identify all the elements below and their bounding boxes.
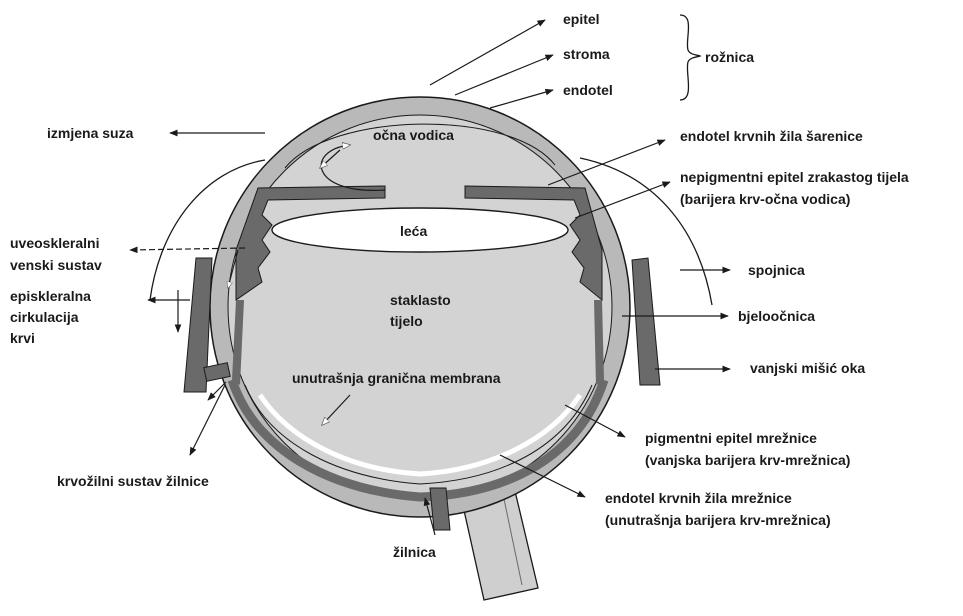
leader-krvozilni-2 — [208, 382, 226, 400]
leader-epitel — [430, 20, 545, 85]
label-endotel: endotel — [563, 82, 613, 98]
label-staklasto-1: staklasto — [390, 292, 451, 308]
label-krvozilni: krvožilni sustav žilnice — [57, 473, 209, 489]
label-uveoskleralni-1: uveoskleralni — [10, 235, 100, 251]
label-pigmentni-1: pigmentni epitel mrežnice — [645, 430, 817, 446]
label-stroma: stroma — [563, 46, 610, 62]
label-endotel-mreznice-2: (unutrašnja barijera krv-mrežnica) — [605, 512, 831, 528]
label-nepigmentni-1: nepigmentni epitel zrakastog tijela — [680, 169, 909, 185]
leader-krvozilni — [190, 385, 225, 455]
label-spojnica: spojnica — [748, 262, 805, 278]
choroid-optic-disc — [430, 488, 450, 530]
label-bjeloocnica: bjeloočnica — [738, 308, 815, 324]
label-unutrasnja-membrana: unutrašnja granična membrana — [292, 370, 501, 386]
label-vanjski-misic: vanjski mišić oka — [750, 360, 865, 376]
label-pigmentni-2: (vanjska barijera krv-mrežnica) — [645, 452, 850, 468]
label-epitel: epitel — [563, 11, 600, 27]
label-leca: leća — [400, 223, 427, 239]
label-episkleralna-3: krvi — [10, 330, 35, 346]
leader-stroma — [455, 55, 553, 95]
label-episkleralna-1: episkleralna — [10, 288, 91, 304]
label-nepigmentni-2: (barijera krv-očna vodica) — [680, 191, 850, 207]
label-endotel-mreznice-1: endotel krvnih žila mrežnice — [605, 490, 792, 506]
label-endotel-sarenice: endotel krvnih žila šarenice — [680, 128, 863, 144]
label-staklasto-2: tijelo — [390, 313, 423, 329]
label-uveoskleralni-2: venski sustav — [10, 257, 102, 273]
label-izmjena-suza: izmjena suza — [47, 125, 134, 141]
label-zilnica: žilnica — [393, 544, 436, 560]
label-ocna-vodica: očna vodica — [373, 127, 454, 143]
cornea-brace — [680, 15, 700, 100]
label-episkleralna-2: cirkulacija — [10, 309, 79, 325]
label-roznica: rožnica — [705, 49, 754, 65]
leader-endotel — [490, 90, 553, 108]
extraocular-muscle-right — [632, 258, 660, 385]
